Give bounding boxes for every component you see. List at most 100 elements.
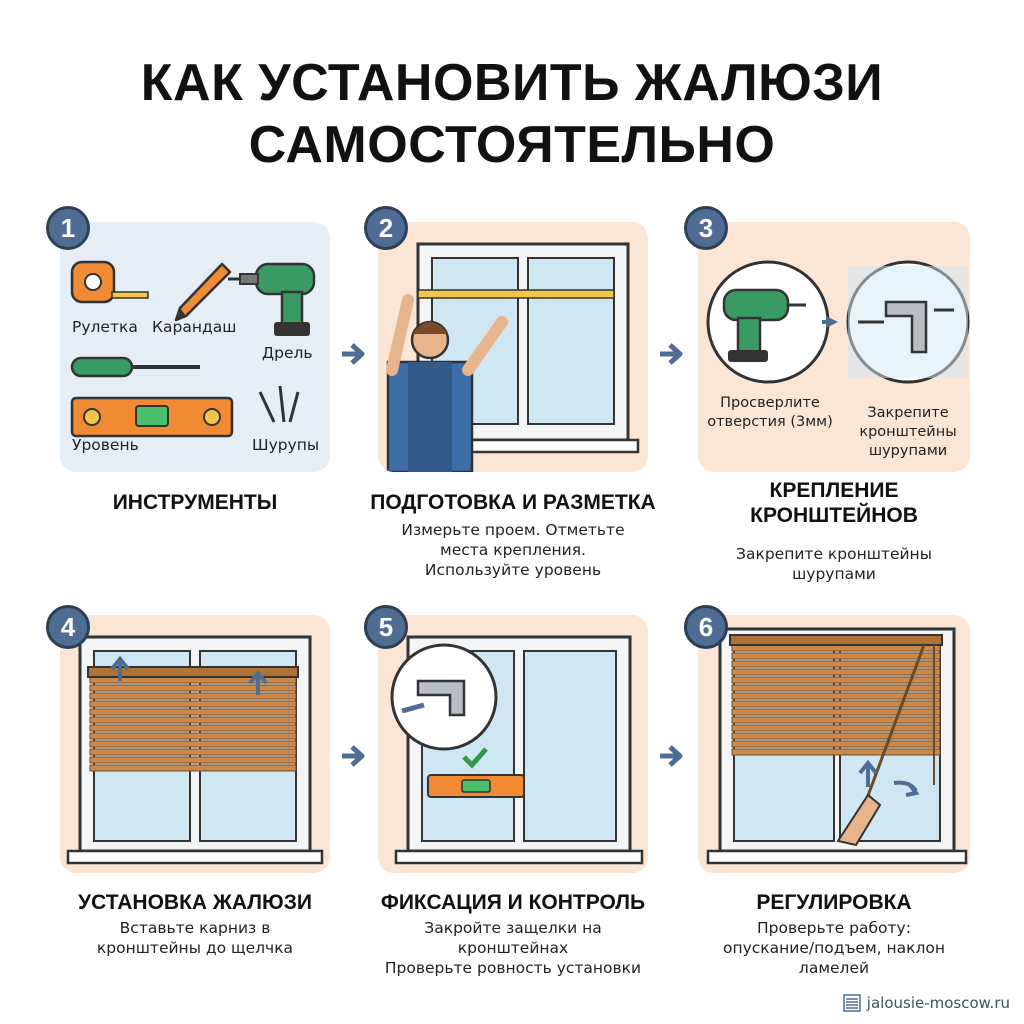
step-4-desc-line-1: Вставьте карниз в — [119, 919, 271, 937]
blind-slats-icon — [89, 676, 297, 772]
blind-slats-icon — [731, 644, 941, 756]
drill-closeup-icon — [722, 288, 806, 362]
blinds-logo-icon — [843, 994, 861, 1012]
blind-slat — [89, 684, 297, 692]
step-5-desc-line-3: Проверьте ровность установки — [384, 959, 642, 977]
step-3-description: Закрепите кронштейны шурупами — [698, 544, 970, 584]
blind-slat — [731, 732, 941, 740]
step-3-title: КРЕПЛЕНИЕ КРОНШТЕЙНОВ — [698, 478, 970, 528]
blind-slat — [89, 716, 297, 724]
blind-slat — [731, 684, 941, 692]
arrow-right-icon — [342, 343, 365, 365]
step-3-title-line-2: КРОНШТЕЙНОВ — [750, 504, 918, 527]
step-5-badge: 5 — [364, 605, 408, 649]
step-3-drill-label-line-1: Просверлите — [720, 395, 820, 411]
blind-slat — [89, 692, 297, 700]
page-title: КАК УСТАНОВИТЬ ЖАЛЮЗИ САМОСТОЯТЕЛЬНО — [0, 52, 1024, 176]
blind-slat — [731, 676, 941, 684]
step-5-desc-line-1: Закройте защелки на — [424, 919, 602, 937]
step-2-badge: 2 — [364, 206, 408, 250]
hand-pull-icon — [836, 793, 882, 847]
blind-slat — [731, 724, 941, 732]
blind-slat — [89, 700, 297, 708]
screwdriver-icon — [70, 356, 200, 378]
drill-icon — [228, 262, 316, 336]
step-2-card — [378, 222, 648, 472]
tool-label-drill: Дрель — [262, 344, 313, 362]
tool-label-pencil: Карандаш — [152, 318, 237, 336]
blind-slat — [89, 756, 297, 764]
blind-slat — [731, 748, 941, 756]
step-6-card — [698, 615, 970, 873]
blind-slat — [731, 692, 941, 700]
footer-site-link[interactable]: jalousie-moscow.ru — [866, 994, 1010, 1012]
step-2-description: Измерьте проем. Отметьте места крепления… — [355, 520, 671, 580]
step-4-desc-line-2: кронштейны до щелчка — [96, 939, 294, 957]
latch-check-illustration — [390, 635, 644, 865]
blind-slat — [731, 740, 941, 748]
blind-slat — [731, 708, 941, 716]
step-3-title-line-1: КРЕПЛЕНИЕ — [769, 479, 899, 502]
tools-illustration — [70, 260, 316, 438]
blind-slat — [731, 652, 941, 660]
step-2-desc-line-2: места крепления. — [440, 541, 586, 559]
worker-icon — [386, 294, 508, 472]
latch-closeup-icon — [401, 679, 466, 717]
step-1-card: Рулетка Карандаш Дрель Уровень Шурупы — [60, 222, 330, 472]
step-4-title: УСТАНОВКА ЖАЛЮЗИ — [78, 891, 312, 914]
step-1-badge: 1 — [46, 206, 90, 250]
page-title-line-2: САМОСТОЯТЕЛЬНО — [248, 116, 776, 174]
screws-icon — [258, 385, 300, 423]
step-5-card — [378, 615, 648, 873]
step-3-drill-label: Просверлите отверстия (3мм) — [700, 394, 840, 432]
step-5-desc-line-2: кронштейнах — [457, 939, 569, 957]
step-3-badge: 3 — [684, 206, 728, 250]
blind-install-illustration — [66, 635, 324, 865]
blind-slat — [89, 740, 297, 748]
blind-slat — [89, 708, 297, 716]
step-6-title: РЕГУЛИРОВКА — [756, 891, 912, 914]
step-4-description: Вставьте карниз в кронштейны до щелчка — [40, 918, 350, 958]
step-3-bracket-label: Закрепите кронштейны шурупами — [848, 404, 968, 461]
step-3-bracket-label-line-1: Закрепите — [867, 405, 949, 421]
blind-slat — [731, 668, 941, 676]
step-6-desc-line-3: ламелей — [798, 959, 870, 977]
step-3-bracket-label-line-3: шурупами — [868, 443, 948, 459]
step-6-desc-line-1: Проверьте работу: — [757, 919, 911, 937]
step-3-bracket-label-line-2: кронштейны — [859, 424, 957, 440]
blind-slat — [731, 716, 941, 724]
blind-slat — [731, 660, 941, 668]
step-3-card: Просверлите отверстия (3мм) Закрепите кр… — [698, 222, 970, 472]
arrow-right-icon — [660, 343, 683, 365]
level-icon — [70, 396, 234, 438]
tape-measure-icon — [70, 260, 149, 304]
pencil-icon — [174, 262, 232, 322]
level-check-icon — [427, 747, 525, 798]
step-3-desc-line-1: Закрепите кронштейны — [736, 545, 932, 563]
blind-slat — [89, 724, 297, 732]
step-6-badge: 6 — [684, 605, 728, 649]
step-2-title: ПОДГОТОВКА И РАЗМЕТКА — [370, 491, 656, 514]
step-6-desc-line-2: опускание/подъем, наклон — [722, 939, 946, 957]
blind-adjust-illustration — [706, 627, 968, 865]
tool-label-screws: Шурупы — [252, 436, 320, 454]
step-5-description: Закройте защелки на кронштейнах Проверьт… — [355, 918, 671, 978]
step-2-desc-line-1: Измерьте проем. Отметьте — [401, 521, 625, 539]
step-4-badge: 4 — [46, 605, 90, 649]
bracket-mount-illustration — [706, 260, 970, 384]
bracket-closeup-icon — [848, 266, 968, 378]
blind-slat — [731, 700, 941, 708]
step-2-desc-line-3: Используйте уровень — [424, 561, 602, 579]
tool-label-level: Уровень — [72, 436, 139, 454]
step-4-card — [60, 615, 330, 873]
blind-slat — [89, 764, 297, 772]
step-5-title: ФИКСАЦИЯ И КОНТРОЛЬ — [380, 891, 646, 914]
blind-slat — [89, 732, 297, 740]
step-3-desc-line-2: шурупами — [792, 565, 876, 583]
arrow-right-icon — [342, 745, 365, 767]
arrow-right-icon — [660, 745, 683, 767]
step-6-description: Проверьте работу: опускание/подъем, накл… — [688, 918, 980, 978]
tool-label-tape: Рулетка — [72, 318, 138, 336]
blind-slat — [89, 748, 297, 756]
measuring-window-illustration — [386, 242, 640, 472]
